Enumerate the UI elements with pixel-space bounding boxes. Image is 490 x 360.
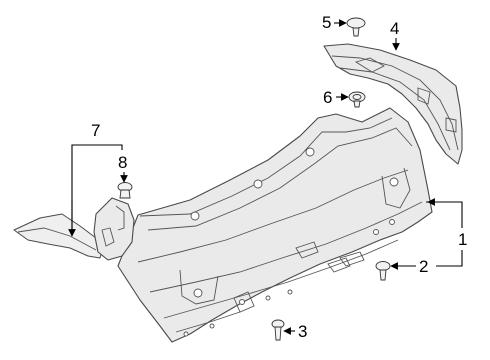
callout-label-2: 2	[419, 257, 428, 276]
trunk-lid-trim-panel	[117, 107, 433, 343]
callout-1-group: 1	[426, 198, 467, 267]
side-trim-bracket	[13, 197, 135, 261]
leader-line-1-bottom	[436, 250, 463, 267]
callout-label-1: 1	[458, 230, 467, 249]
callout-3-group: 3	[283, 322, 307, 341]
callout-6-group: 6	[323, 88, 349, 107]
push-pin-lower	[271, 319, 285, 341]
callout-label-6: 6	[323, 88, 332, 107]
upper-trim-panel	[323, 43, 463, 165]
leader-bracket-7	[71, 144, 123, 232]
callout-4-group: 4	[390, 19, 400, 51]
callout-8-group: 8	[118, 153, 128, 183]
callout-label-8: 8	[118, 153, 127, 172]
callout-2-group: 2	[390, 257, 428, 276]
callout-7-group: 7	[68, 121, 123, 237]
callout-label-7: 7	[91, 121, 100, 140]
callout-label-3: 3	[298, 322, 307, 341]
clip-top	[346, 17, 366, 37]
callout-label-4: 4	[390, 19, 399, 38]
callout-label-5: 5	[322, 13, 331, 32]
screw-right	[375, 261, 391, 281]
callout-5-group: 5	[322, 13, 347, 32]
clip-upper-panel	[348, 91, 366, 108]
clip-bracket	[117, 182, 133, 199]
